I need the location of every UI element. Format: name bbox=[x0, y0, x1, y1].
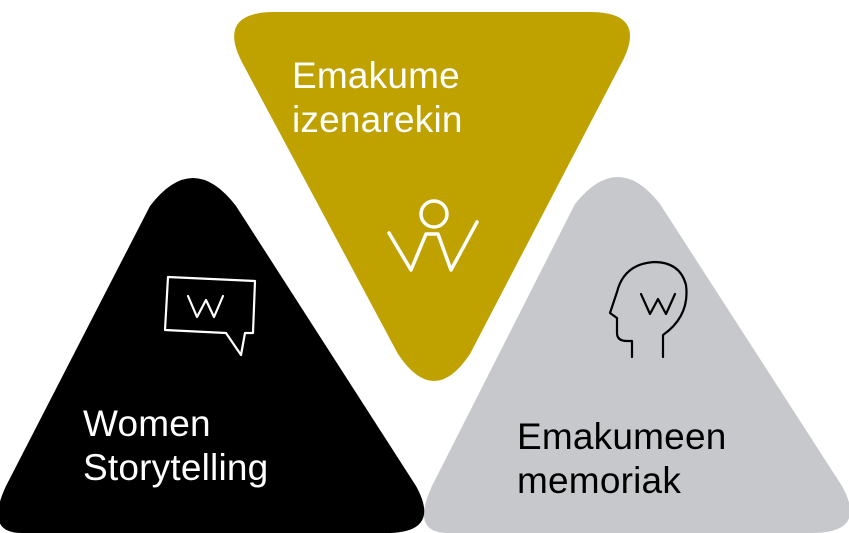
label-line: Women bbox=[83, 403, 211, 444]
label-emakumeen-memoriak: Emakumeen memoriak bbox=[517, 415, 727, 503]
label-women-storytelling: Women Storytelling bbox=[83, 402, 268, 490]
label-emakume-izenarekin: Emakume izenarekin bbox=[292, 54, 463, 142]
label-line: Storytelling bbox=[83, 447, 269, 488]
label-line: izenarekin bbox=[292, 99, 463, 140]
triangle-emakume-izenarekin bbox=[234, 12, 630, 381]
women-logo-icon bbox=[387, 199, 479, 272]
speech-bubble-w-icon bbox=[163, 275, 257, 357]
label-line: memoriak bbox=[517, 460, 682, 501]
label-line: Emakumeen bbox=[517, 416, 727, 457]
label-line: Emakume bbox=[292, 55, 460, 96]
head-profile-w-icon bbox=[608, 260, 688, 359]
triangle-memoriak bbox=[424, 177, 849, 533]
triangle-women-storytelling bbox=[0, 178, 425, 533]
